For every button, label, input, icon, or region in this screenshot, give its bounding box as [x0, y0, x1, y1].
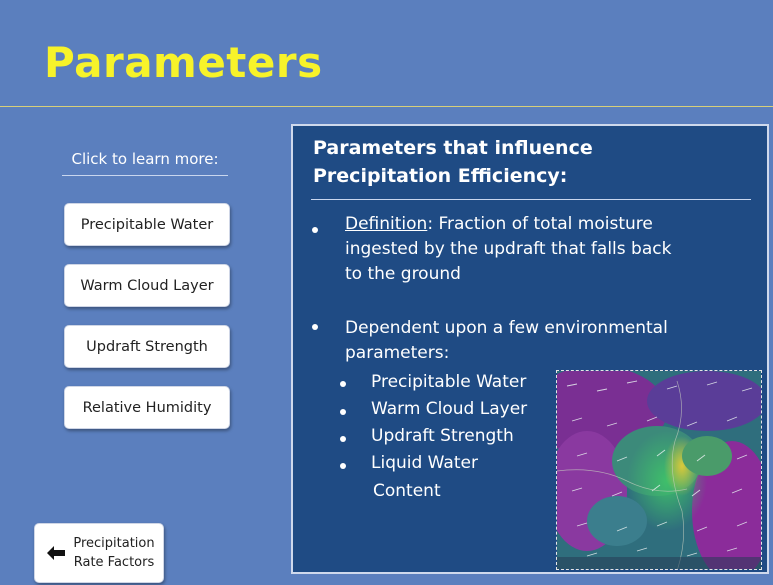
relative-humidity-button[interactable]: Relative Humidity: [64, 386, 230, 429]
sub-item-updraft-strength: Updraft Strength: [371, 426, 514, 446]
panel-divider: [311, 199, 751, 200]
click-to-learn-label: Click to learn more:: [62, 150, 228, 176]
title-divider: [0, 106, 773, 107]
definition-text-2: ingested by the updraft that falls back: [345, 239, 672, 259]
back-label-line2: Rate Factors: [73, 555, 155, 570]
panel-heading: Parameters that influence Precipitation …: [313, 134, 753, 190]
panel-heading-line2: Precipitation Efficiency:: [313, 165, 568, 187]
updraft-strength-button[interactable]: Updraft Strength: [64, 325, 230, 368]
page-title: Parameters: [44, 38, 323, 87]
panel-heading-line1: Parameters that influence: [313, 137, 593, 159]
dependent-bullet: Dependent upon a few environmental param…: [345, 316, 755, 366]
sub-item-precipitable-water: Precipitable Water: [371, 372, 527, 392]
bullet-dot: [312, 227, 318, 233]
definition-bullet: Definition: Fraction of total moisture i…: [345, 212, 755, 287]
content-panel: Parameters that influence Precipitation …: [291, 124, 769, 574]
arrow-left-icon: [47, 546, 65, 560]
sub-bullet-dot: [340, 381, 346, 387]
definition-text-1: : Fraction of total moisture: [427, 214, 653, 234]
dependent-text-1: Dependent upon a few environmental: [345, 318, 668, 338]
weather-map-image: [556, 370, 762, 570]
sub-bullet-dot: [340, 436, 346, 442]
sub-item-warm-cloud-layer: Warm Cloud Layer: [371, 399, 528, 419]
dependent-text-2: parameters:: [345, 343, 450, 363]
back-label-line1: Precipitation: [73, 536, 155, 551]
back-precipitation-rate-factors-button[interactable]: Precipitation Rate Factors: [34, 523, 164, 583]
sub-item-liquid-water-cont: Content: [373, 481, 441, 501]
warm-cloud-layer-button[interactable]: Warm Cloud Layer: [64, 264, 230, 307]
precipitable-water-button[interactable]: Precipitable Water: [64, 203, 230, 246]
sub-item-liquid-water: Liquid Water: [371, 453, 478, 473]
definition-term: Definition: [345, 214, 428, 234]
bullet-dot: [312, 324, 318, 330]
definition-text-3: to the ground: [345, 264, 461, 284]
sub-bullet-dot: [340, 409, 346, 415]
back-button-label: Precipitation Rate Factors: [71, 534, 157, 572]
sub-bullet-dot: [340, 463, 346, 469]
